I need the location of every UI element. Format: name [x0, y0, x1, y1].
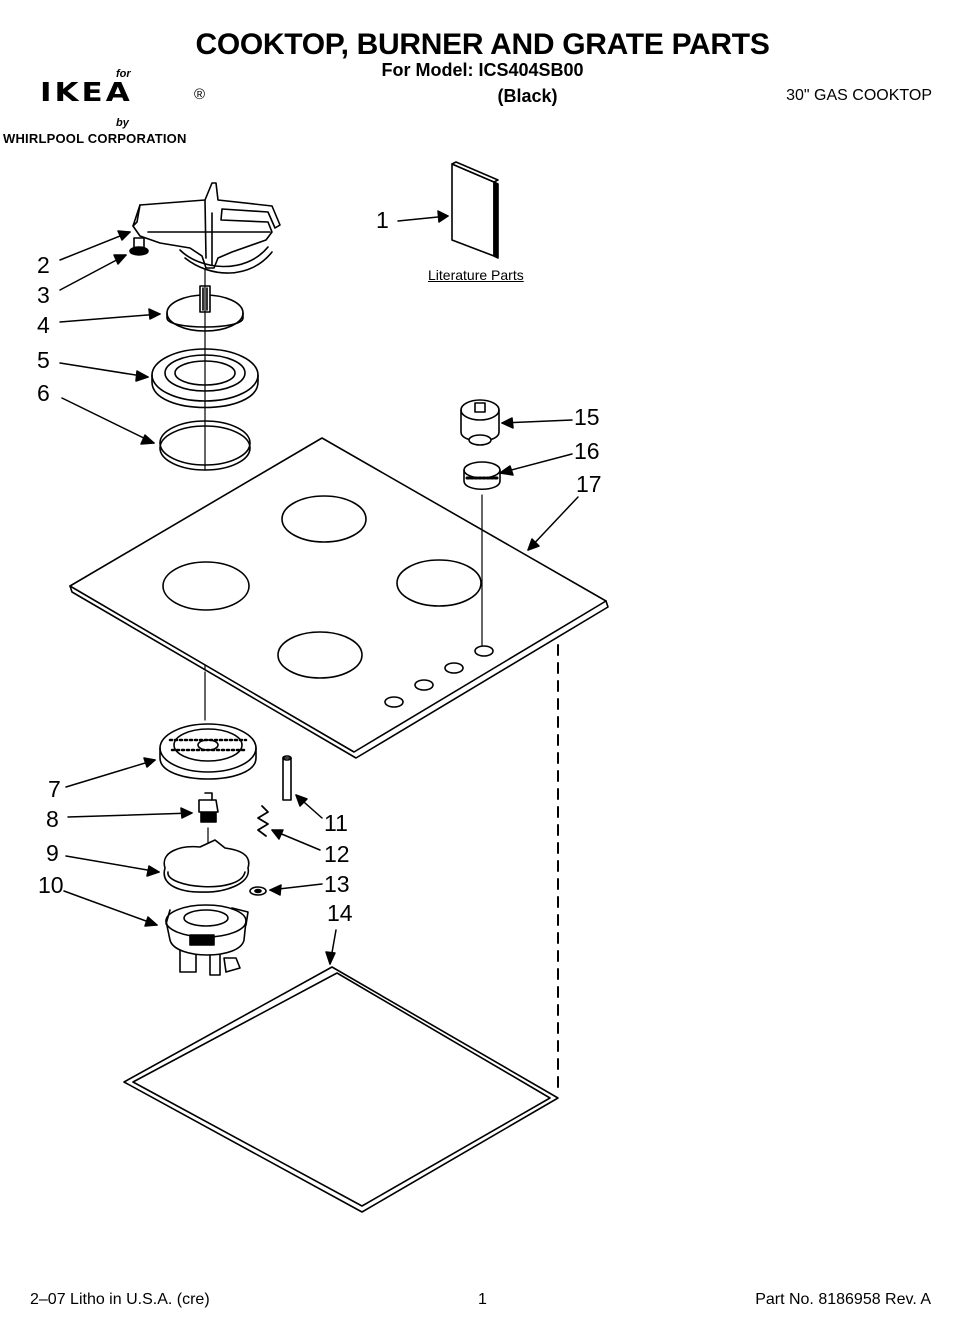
- callout-5: 5: [37, 347, 50, 373]
- page-number: 1: [478, 1291, 487, 1308]
- ikea-logo: IKEA: [40, 78, 133, 108]
- callout-14: 14: [327, 900, 353, 926]
- cooktop-glass: [69, 437, 609, 759]
- product-type: 30" GAS COOKTOP: [786, 87, 932, 104]
- callout-17: 17: [576, 471, 602, 497]
- literature-booklet: [451, 161, 499, 259]
- model-line: For Model: ICS404SB00: [381, 60, 584, 80]
- callout-2: 2: [37, 252, 50, 278]
- leader-lines: [59, 210, 579, 965]
- spark-electrode: [282, 755, 292, 801]
- callout-4: 4: [37, 312, 50, 338]
- washer: [249, 886, 267, 896]
- cooktop-seal: [123, 966, 559, 1213]
- burner-body: [165, 904, 249, 976]
- callout-10: 10: [38, 872, 64, 898]
- grate: [132, 182, 281, 274]
- callout-8: 8: [46, 806, 59, 832]
- callout-6: 6: [37, 380, 50, 406]
- brand-by-text: by: [116, 117, 129, 129]
- callout-16: 16: [574, 438, 600, 464]
- knob-bezel: [463, 461, 501, 491]
- callout-13: 13: [324, 871, 350, 897]
- variant-label: (Black): [497, 86, 558, 106]
- registered-mark: ®: [194, 86, 206, 103]
- print-info: 2–07 Litho in U.S.A. (cre): [30, 1291, 210, 1308]
- callout-7: 7: [48, 776, 61, 802]
- callout-1: 1: [376, 207, 389, 233]
- brand-for-text: for: [116, 68, 131, 80]
- orifice: [198, 792, 219, 823]
- burner-gasket: [163, 839, 250, 893]
- callout-9: 9: [46, 840, 59, 866]
- control-knob: [460, 399, 500, 446]
- brand-corporation: WHIRLPOOL CORPORATION: [3, 131, 187, 146]
- callout-3: 3: [37, 282, 50, 308]
- burner-base: [159, 723, 257, 780]
- literature-parts-label: Literature Parts: [428, 267, 524, 283]
- callout-11: 11: [324, 810, 348, 836]
- part-number: Part No. 8186958 Rev. A: [755, 1291, 931, 1308]
- spring-clip: [257, 805, 269, 837]
- callout-12: 12: [324, 841, 350, 867]
- callout-15: 15: [574, 404, 600, 430]
- grate-foot: [129, 237, 149, 256]
- page-title: COOKTOP, BURNER AND GRATE PARTS: [195, 28, 770, 61]
